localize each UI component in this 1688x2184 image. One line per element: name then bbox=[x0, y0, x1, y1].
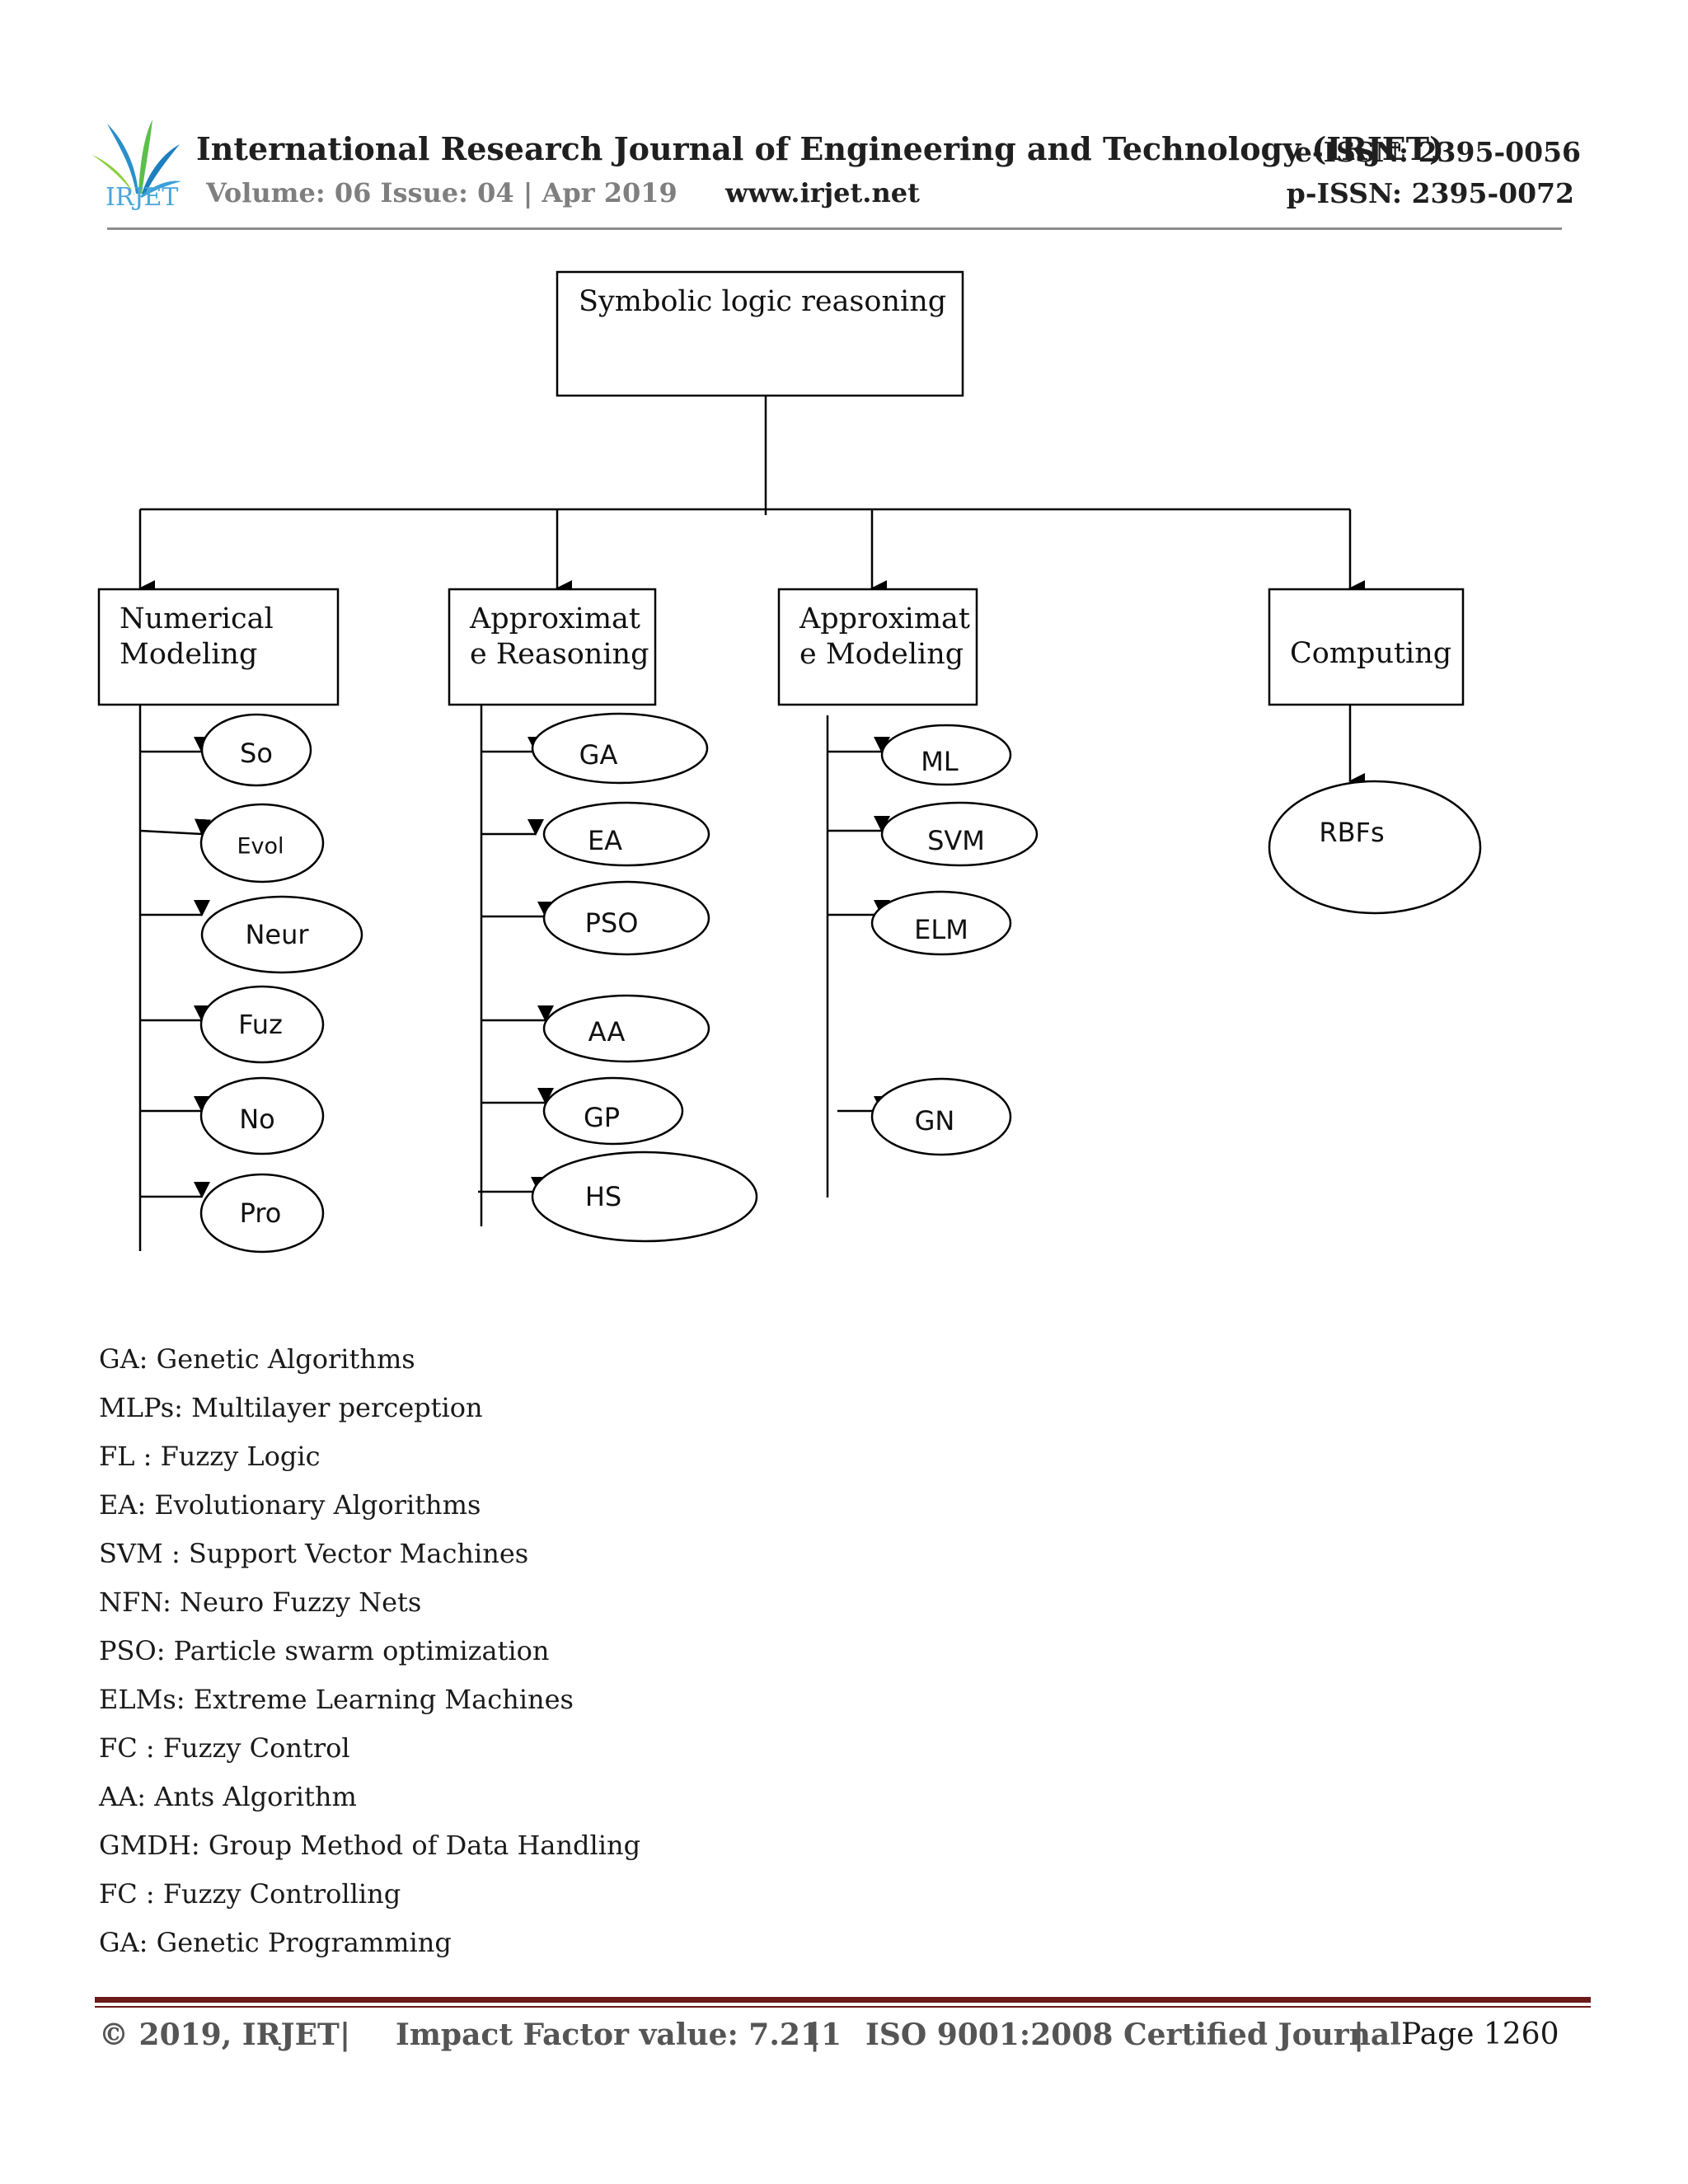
oval-label: GN bbox=[914, 1105, 955, 1137]
oval-label: EA bbox=[587, 825, 623, 856]
oval-label: Pro bbox=[239, 1197, 282, 1229]
legend-item: GA: Genetic Algorithms bbox=[99, 1343, 415, 1375]
legend-item: AA: Ants Algorithm bbox=[99, 1781, 357, 1812]
oval-gn bbox=[870, 1077, 1012, 1156]
oval-label: AA bbox=[588, 1016, 626, 1047]
legend-item: SVM : Support Vector Machines bbox=[99, 1538, 529, 1569]
branch-arrow bbox=[139, 818, 211, 836]
footer-separator: | bbox=[340, 2018, 351, 2052]
oval-pro bbox=[199, 1173, 325, 1254]
taxonomy-diagram bbox=[97, 270, 1482, 1254]
oval-label: ML bbox=[921, 746, 959, 777]
oval-label: GA bbox=[579, 739, 618, 771]
oval-label: RBFs bbox=[1319, 817, 1385, 848]
root-label: Symbolic logic reasoning bbox=[579, 285, 947, 318]
oval-label: PSO bbox=[584, 907, 639, 939]
journal-website[interactable]: www.irjet.net bbox=[725, 177, 920, 209]
legend-item: FC : Fuzzy Controlling bbox=[99, 1878, 401, 1910]
oval-label: Fuz bbox=[238, 1009, 283, 1040]
oval-fuz bbox=[199, 985, 325, 1064]
oval-aa bbox=[542, 994, 710, 1063]
oval-label: Evol bbox=[237, 833, 284, 860]
oval-neur bbox=[200, 895, 363, 974]
category-box-numerical bbox=[97, 588, 340, 706]
oval-elm bbox=[870, 890, 1012, 956]
oval-label: ELM bbox=[914, 914, 968, 945]
oval-label: HS bbox=[584, 1181, 622, 1212]
oval-ga bbox=[531, 712, 709, 785]
legend-item: ELMs: Extreme Learning Machines bbox=[99, 1684, 574, 1715]
e-issn: e-ISSN: 2395-0056 bbox=[1294, 136, 1581, 168]
volume-issue: Volume: 06 Issue: 04 | Apr 2019 bbox=[206, 177, 678, 209]
oval-label: No bbox=[239, 1104, 275, 1135]
footer-iso: ISO 9001:2008 Certified Journal bbox=[865, 2018, 1401, 2052]
oval-hs bbox=[531, 1151, 758, 1243]
oval-svm bbox=[880, 801, 1039, 867]
oval-ml bbox=[880, 724, 1012, 786]
footer-page-number: Page 1260 bbox=[1401, 2018, 1559, 2051]
legend-item: GMDH: Group Method of Data Handling bbox=[99, 1830, 641, 1861]
oval-pso bbox=[542, 880, 710, 956]
journal-title: International Research Journal of Engine… bbox=[196, 130, 1444, 167]
footer-separator: | bbox=[1353, 2018, 1365, 2052]
footer-copyright: © 2019, IRJET bbox=[99, 2018, 340, 2052]
oval-label: Neur bbox=[245, 919, 309, 950]
category-label-numerical: Numerical Modeling bbox=[120, 602, 274, 671]
legend-item: NFN: Neuro Fuzzy Nets bbox=[99, 1586, 422, 1618]
abbreviation-legend: GA: Genetic Algorithms MLPs: Multilayer … bbox=[99, 1335, 640, 1967]
oval-label: GP bbox=[583, 1102, 621, 1133]
oval-so bbox=[200, 713, 312, 787]
oval-ea bbox=[542, 801, 710, 867]
legend-item: EA: Evolutionary Algorithms bbox=[99, 1489, 481, 1521]
oval-rbfs bbox=[1268, 780, 1482, 915]
footer-impact-factor: Impact Factor value: 7.211 bbox=[396, 2018, 842, 2052]
category-label-reasoning: Approximat e Reasoning bbox=[470, 602, 649, 671]
category-label-modeling: Approximat e Modeling bbox=[799, 602, 970, 671]
root-box bbox=[556, 270, 964, 397]
legend-item: GA: Genetic Programming bbox=[99, 1927, 452, 1958]
oval-label: SVM bbox=[927, 825, 985, 856]
category-box-reasoning bbox=[448, 588, 657, 706]
oval-label: So bbox=[240, 738, 273, 769]
category-label-computing: Computing bbox=[1290, 637, 1452, 670]
footer-separator: | bbox=[809, 2018, 821, 2052]
oval-gp bbox=[542, 1076, 684, 1146]
category-box-computing bbox=[1268, 588, 1465, 706]
header-rule bbox=[107, 227, 1562, 230]
category-box-modeling bbox=[777, 588, 978, 706]
footer-rule bbox=[95, 1997, 1591, 2003]
p-issn: p-ISSN: 2395-0072 bbox=[1286, 177, 1574, 209]
legend-item: PSO: Particle swarm optimization bbox=[99, 1635, 550, 1666]
legend-item: FC : Fuzzy Control bbox=[99, 1732, 350, 1764]
legend-item: MLPs: Multilayer perception bbox=[99, 1392, 483, 1423]
logo-text: IRJET bbox=[106, 183, 179, 212]
oval-evol bbox=[199, 803, 325, 883]
footer-rule-thin bbox=[95, 2006, 1591, 2008]
oval-no bbox=[199, 1076, 325, 1155]
legend-item: FL : Fuzzy Logic bbox=[99, 1441, 321, 1472]
irjet-logo bbox=[92, 120, 181, 198]
